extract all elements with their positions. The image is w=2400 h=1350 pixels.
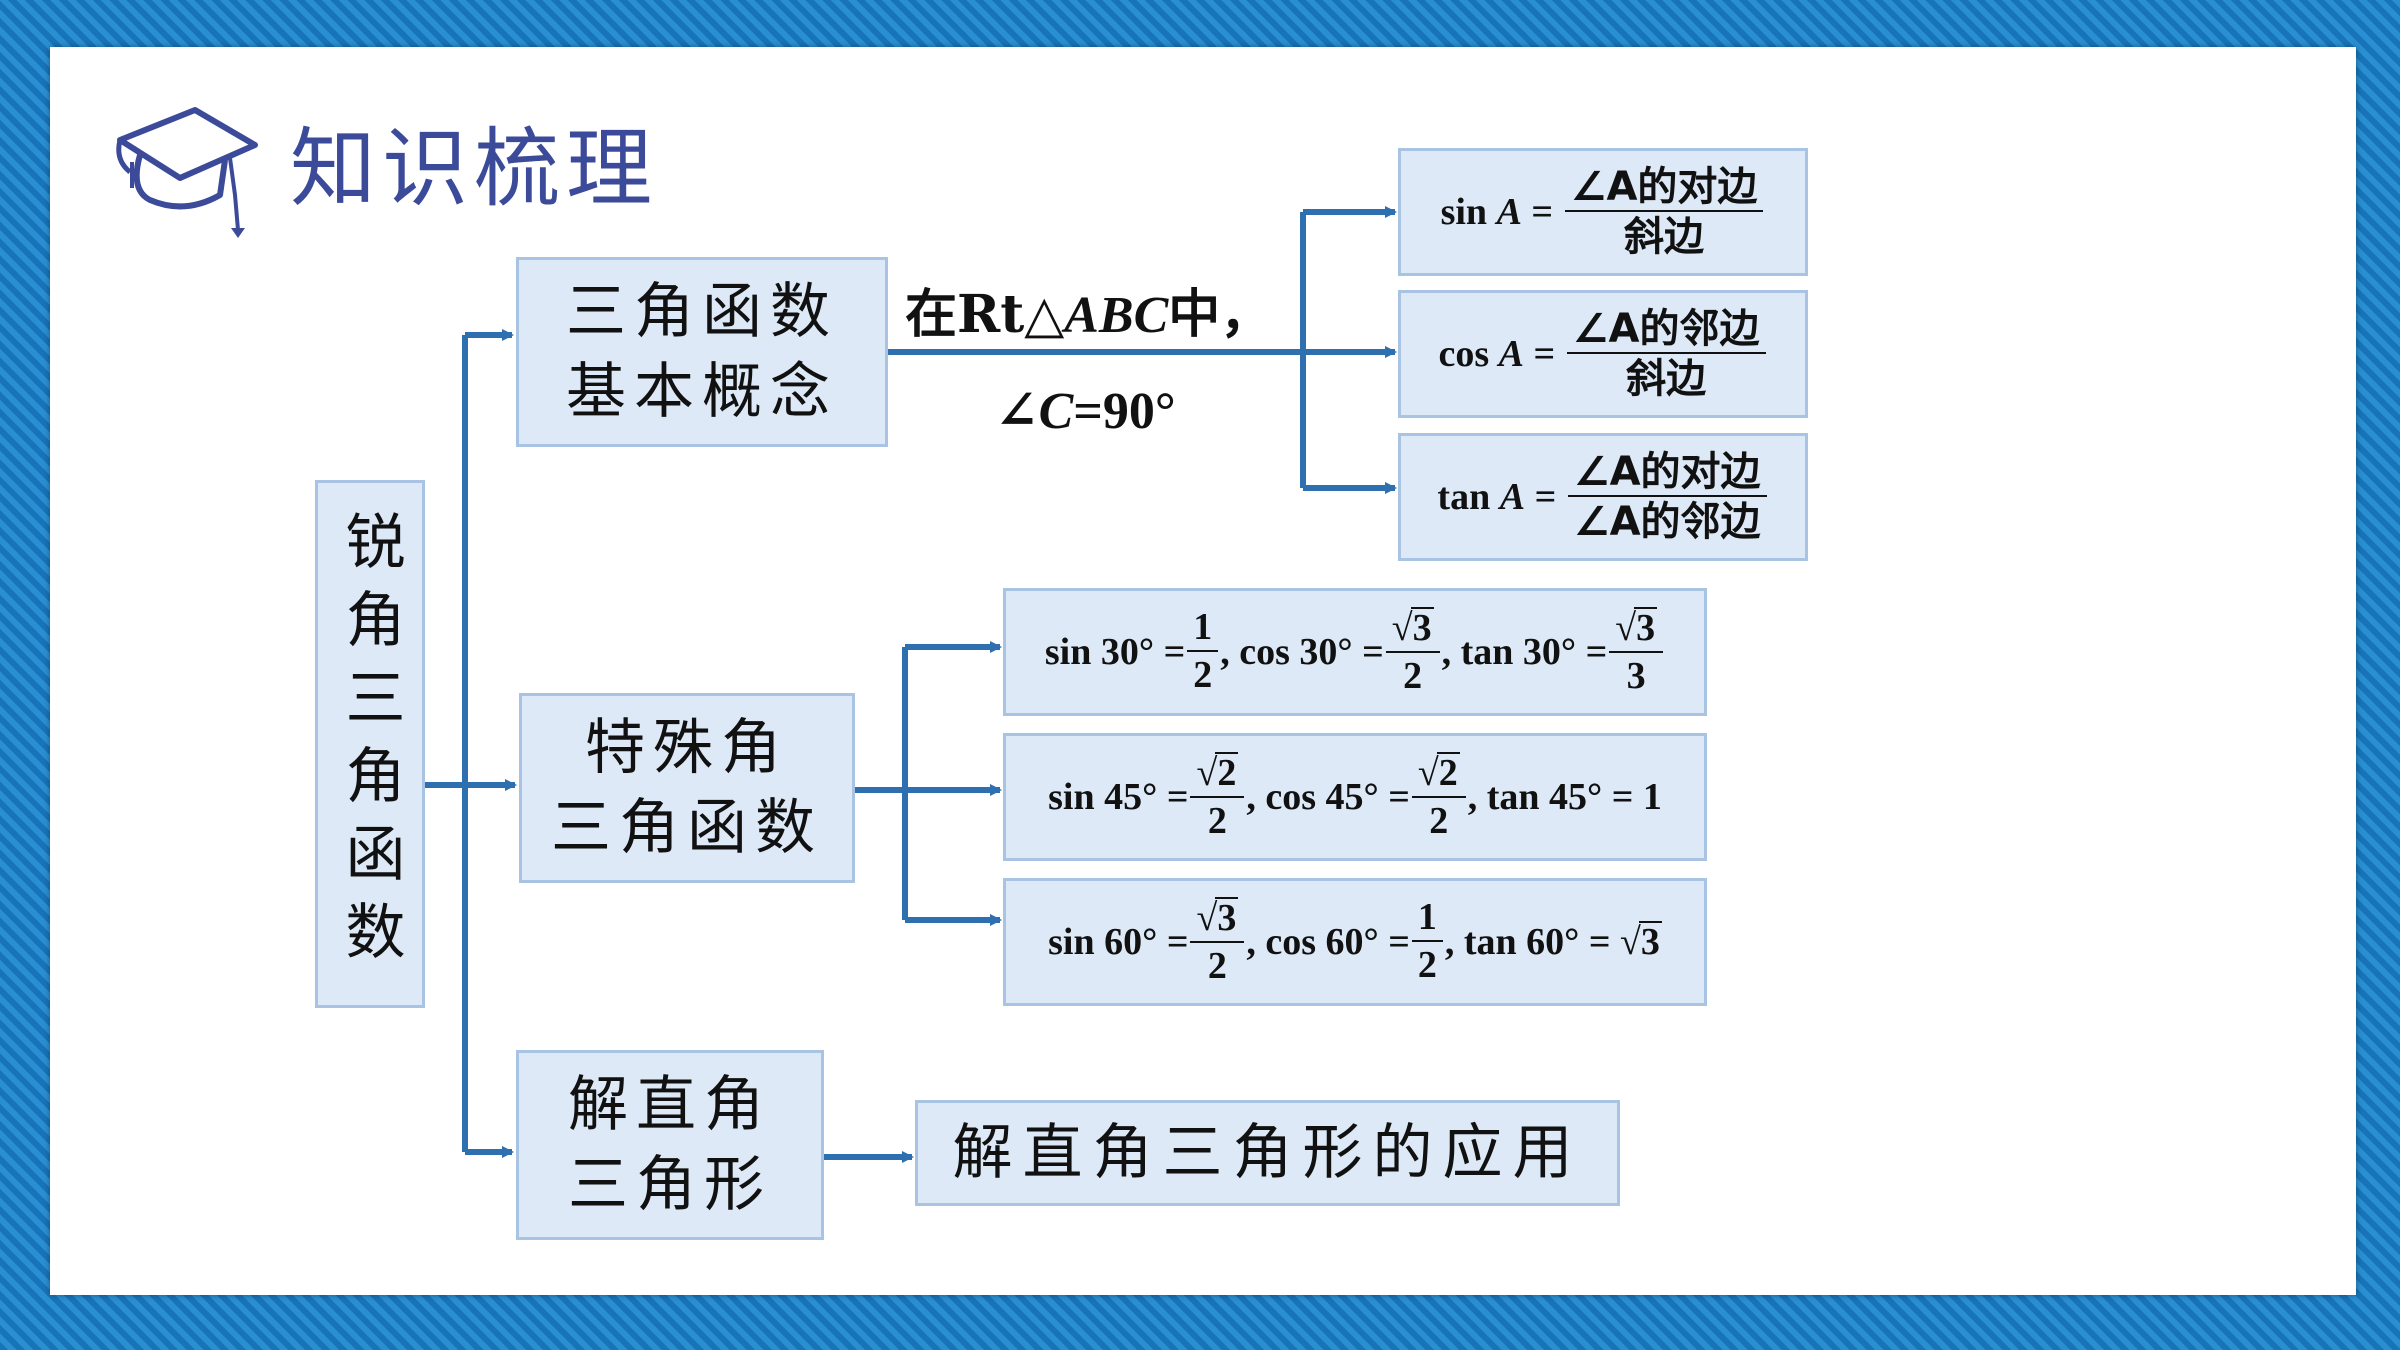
def-var: A <box>1498 333 1525 375</box>
def-var: A <box>1496 191 1522 233</box>
numerator: 1 <box>1411 897 1443 942</box>
solve-box: 解直角 三角形 <box>516 1050 824 1240</box>
definition-tan-box: tan A = ∠A的对边∠A的邻边 <box>1398 433 1808 561</box>
radicand: 3 <box>1638 921 1662 963</box>
sin-label: sin 45° = <box>1048 776 1189 818</box>
cos-label: , cos 45° = <box>1246 776 1410 818</box>
concept-box: 三角函数 基本概念 <box>516 257 888 447</box>
def-fraction: ∠A的邻边斜边 <box>1566 308 1766 402</box>
context-triangle: ABC <box>1064 287 1169 344</box>
denominator: 2 <box>1193 654 1213 696</box>
def-fraction: ∠A的对边斜边 <box>1564 166 1764 260</box>
context-var: C <box>1038 383 1074 440</box>
denominator: 2 <box>1207 945 1227 987</box>
solve-label-line1: 解直角 <box>568 1070 772 1140</box>
numerator: √3 <box>1190 897 1245 943</box>
def-denominator: ∠A的邻边 <box>1573 499 1761 545</box>
application-label: 解直角三角形的应用 <box>952 1118 1583 1188</box>
special-label-line2: 三角函数 <box>551 793 823 863</box>
context-line2: ∠C=90° <box>995 380 1176 441</box>
radicand: 2 <box>1436 752 1460 795</box>
denominator: 2 <box>1429 800 1449 842</box>
numerator: √2 <box>1190 752 1245 798</box>
solve-label-line2: 三角形 <box>568 1150 772 1220</box>
tan-label: , tan 60° = √3 <box>1444 921 1662 963</box>
def-func: cos <box>1438 333 1490 375</box>
context-angle: ∠ <box>995 380 1039 441</box>
denominator: 2 <box>1207 800 1227 842</box>
application-box: 解直角三角形的应用 <box>915 1100 1620 1206</box>
concept-label-line2: 基本概念 <box>566 357 838 427</box>
def-func: tan <box>1437 476 1491 518</box>
radicand: 3 <box>1634 607 1658 650</box>
def-numerator: ∠A的对边 <box>1567 451 1767 497</box>
graduation-cap-icon <box>116 107 258 238</box>
def-numerator: ∠A的邻边 <box>1566 308 1766 354</box>
numerator: √2 <box>1411 752 1466 798</box>
sin-label: sin 30° = <box>1044 631 1186 673</box>
cos-label: , cos 60° = <box>1246 921 1410 963</box>
root-label: 锐角三角函数 <box>335 510 405 978</box>
denominator: 3 <box>1626 655 1646 697</box>
def-denominator: 斜边 <box>1626 356 1707 402</box>
context-line1: 在Rt△ABC中， <box>905 272 1272 347</box>
root-box: 锐角三角函数 <box>315 480 425 1008</box>
denominator: 2 <box>1403 655 1423 697</box>
denominator: 2 <box>1417 944 1437 986</box>
context-suffix: 中， <box>1168 284 1273 345</box>
radicand: 3 <box>1215 897 1239 940</box>
cos-label: , cos 30° = <box>1220 631 1384 673</box>
special-label-line1: 特殊角 <box>585 713 789 783</box>
def-numerator: ∠A的对边 <box>1564 166 1764 212</box>
def-fraction: ∠A的对边∠A的邻边 <box>1567 451 1767 545</box>
tan-label: , tan 45° = 1 <box>1467 776 1662 818</box>
special-box: 特殊角 三角函数 <box>519 693 855 883</box>
definition-cos-box: cos A = ∠A的邻边斜边 <box>1398 290 1808 418</box>
numerator: √3 <box>1609 607 1664 653</box>
definition-sin-box: sin A = ∠A的对边斜边 <box>1398 148 1808 276</box>
context-prefix: 在Rt△ <box>905 284 1065 345</box>
context-value: =90° <box>1073 383 1176 440</box>
numerator: 1 <box>1187 607 1219 652</box>
def-var: A <box>1499 476 1526 518</box>
def-func: sin <box>1440 191 1488 233</box>
numerator: √3 <box>1385 607 1440 653</box>
concept-label-line1: 三角函数 <box>566 277 838 347</box>
radicand: 2 <box>1215 752 1239 795</box>
radicand: 3 <box>1410 607 1434 650</box>
tan-label: , tan 30° = <box>1441 631 1608 673</box>
sin-label: sin 60° = <box>1048 921 1189 963</box>
page-title: 知识梳理 <box>290 119 658 219</box>
def-denominator: 斜边 <box>1623 214 1704 260</box>
